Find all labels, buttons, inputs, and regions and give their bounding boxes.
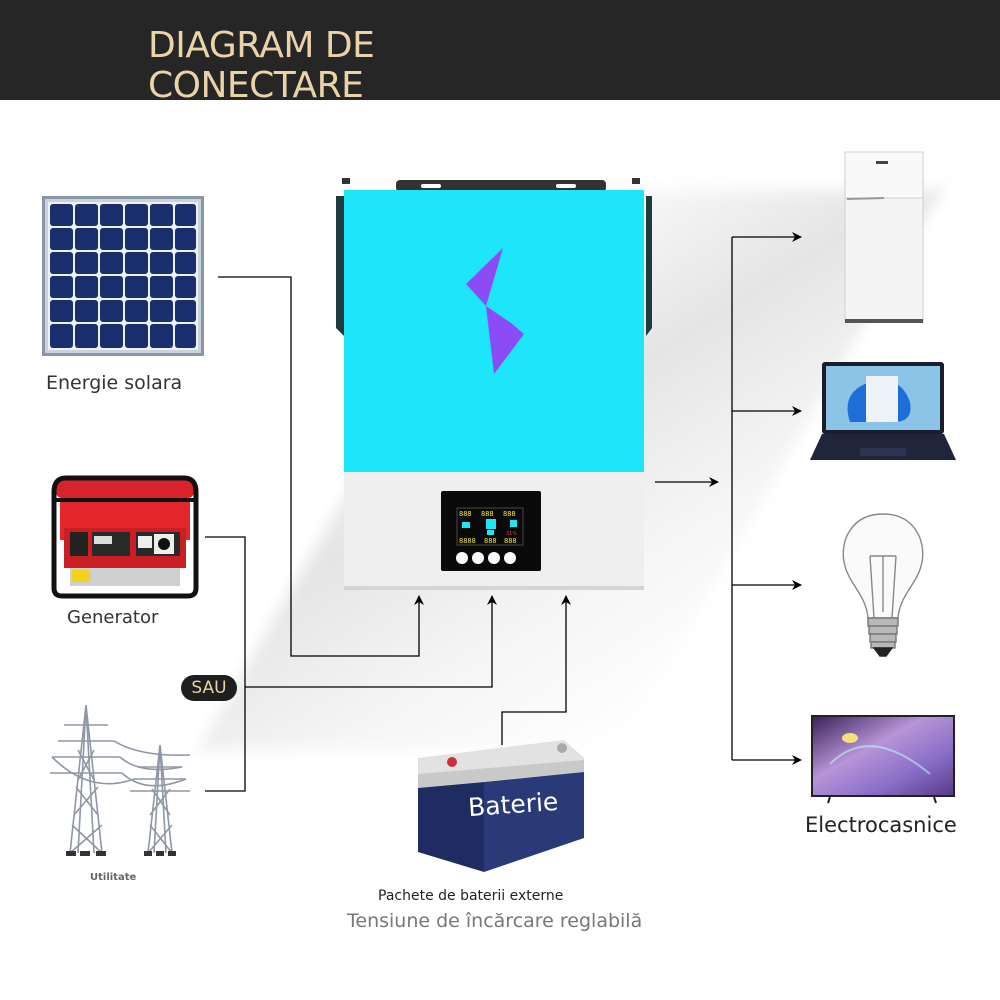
- utility-label: Utilitate: [90, 872, 137, 883]
- svg-text:31%: 31%: [506, 531, 517, 537]
- title-line-2: CONECTARE: [148, 65, 364, 106]
- svg-text:8888: 8888: [459, 537, 476, 545]
- fridge-icon: [844, 151, 924, 330]
- tv-icon: [810, 714, 956, 809]
- svg-text:888: 888: [503, 510, 516, 518]
- header-bar: [0, 0, 1000, 100]
- laptop-icon: [810, 362, 956, 469]
- solar-panel-icon: [42, 196, 204, 361]
- battery-caption-1: Pachete de baterii externe: [378, 888, 564, 904]
- page-title: DIAGRAM DE CONECTARE: [148, 25, 375, 106]
- battery-caption-2: Tensiune de încărcare reglabilă: [347, 910, 643, 932]
- svg-text:888: 888: [459, 510, 472, 518]
- svg-text:888: 888: [484, 537, 497, 545]
- or-badge: SAU: [181, 675, 237, 701]
- title-line-1: DIAGRAM DE: [148, 25, 375, 66]
- power-tower-icon: [50, 704, 191, 870]
- svg-text:888: 888: [481, 510, 494, 518]
- svg-text:888: 888: [504, 537, 517, 545]
- solar-label: Energie solara: [46, 372, 183, 394]
- generator-label: Generator: [67, 607, 159, 628]
- generator-icon: [50, 470, 200, 605]
- battery-icon: [414, 738, 586, 879]
- light-bulb-icon: [840, 512, 926, 667]
- loads-label: Electrocasnice: [805, 813, 957, 837]
